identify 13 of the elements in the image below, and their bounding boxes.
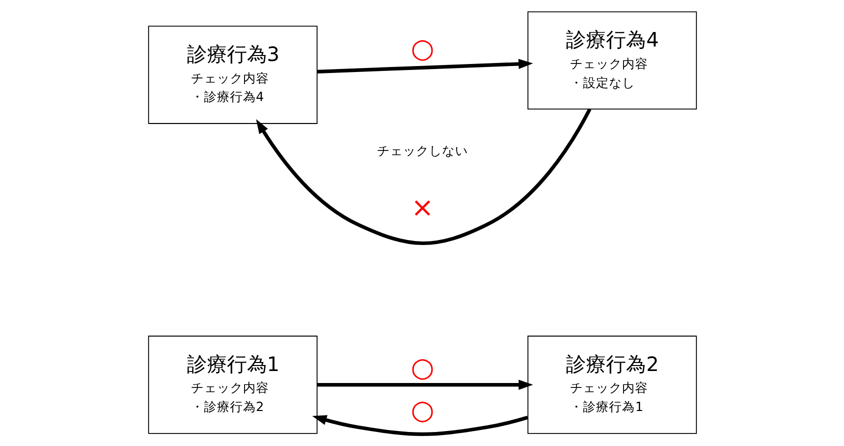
edge-label: ○: [410, 34, 434, 65]
node-box: 診療行為3 チェック内容 ・診療行為4: [148, 26, 318, 124]
arrow: [256, 108, 591, 245]
node-box: 診療行為1 チェック内容 ・診療行為2: [148, 336, 318, 434]
edge-label: ○: [410, 395, 434, 426]
node-box: 診療行為4 チェック内容 ・設定なし: [526, 11, 696, 110]
arrow: [316, 58, 533, 74]
edge-label: ○: [410, 352, 434, 384]
label: チェックしない: [376, 142, 468, 158]
node-box: 診療行為2 チェック内容 ・診療行為1: [526, 336, 696, 434]
edge-label: ×: [410, 192, 434, 224]
arrow: [312, 415, 528, 436]
arrow: [316, 380, 533, 390]
